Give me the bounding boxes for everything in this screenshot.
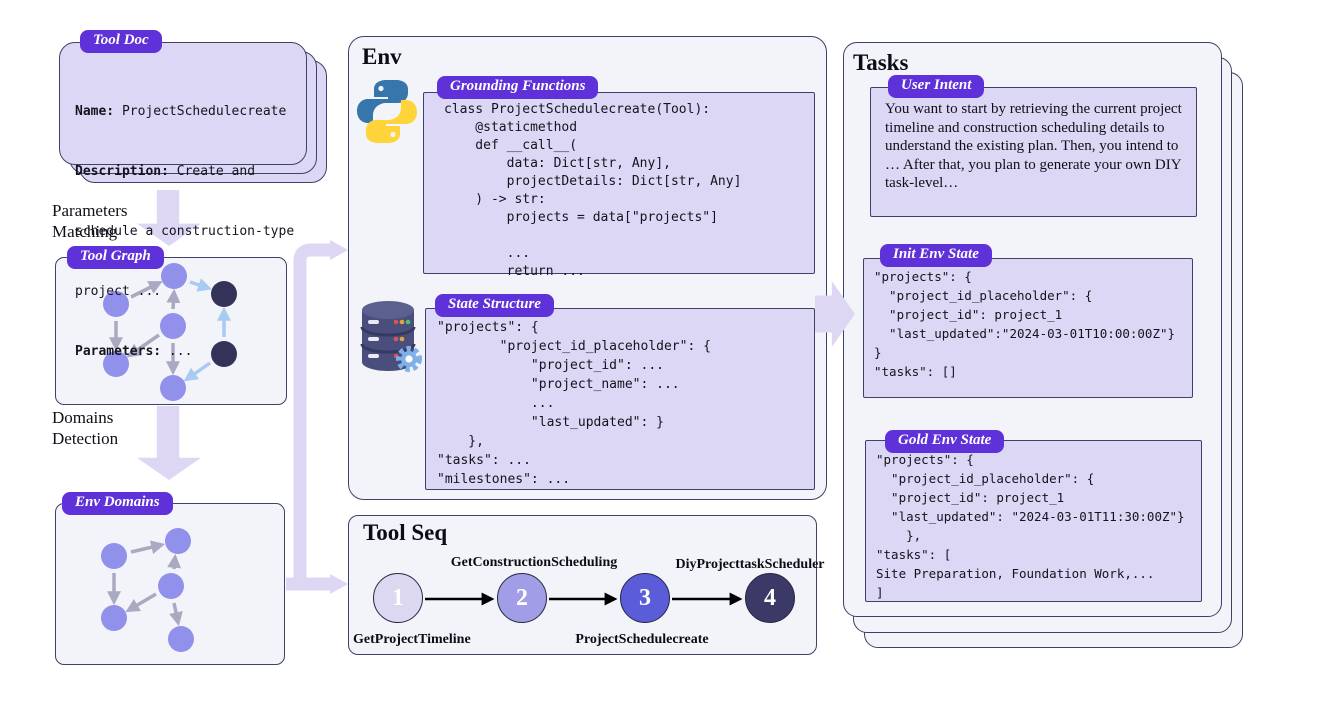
tool-doc-line: Description: Create and bbox=[75, 164, 256, 179]
user-intent-text: You want to start by retrieving the curr… bbox=[885, 101, 1182, 192]
tool-graph-gray-edges bbox=[109, 281, 181, 376]
tool-seq-arrows bbox=[425, 592, 743, 606]
connector-arrowhead-tool-seq bbox=[330, 574, 348, 594]
graph-node bbox=[168, 626, 194, 652]
step-number: 3 bbox=[639, 584, 651, 611]
init-env-state-block: "projects": { "project_id_placeholder": … bbox=[863, 258, 1193, 398]
database-icon bbox=[360, 301, 422, 372]
gold-env-state-block: "projects": { "project_id_placeholder": … bbox=[865, 440, 1202, 602]
tool-seq-step-2: 2 bbox=[497, 573, 547, 623]
tool-seq-label-4: DiyProjecttaskScheduler bbox=[675, 557, 825, 572]
graph-node bbox=[103, 291, 129, 317]
tool-doc-line: schedule a construction-type bbox=[75, 224, 295, 239]
tool-doc-line: project ... bbox=[75, 284, 162, 299]
tool-doc-card bbox=[59, 42, 307, 165]
graph-node bbox=[160, 313, 186, 339]
step-number: 4 bbox=[764, 584, 776, 611]
tool-seq-step-3: 3 bbox=[620, 573, 670, 623]
tool-graph-badge: Tool Graph bbox=[67, 246, 164, 269]
tool-seq-panel: Tool Seq 1 2 3 4 GetProjectTimeline GetC… bbox=[348, 515, 825, 655]
tool-doc-content: Name: ProjectSchedulecreate Description:… bbox=[75, 62, 294, 402]
user-intent-badge: User Intent bbox=[888, 75, 985, 98]
tool-doc-line: Parameters: ... bbox=[75, 344, 193, 359]
graph-node bbox=[101, 543, 127, 569]
gold-env-state-badge: Gold Env State bbox=[885, 430, 1005, 453]
tasks-title: Tasks bbox=[853, 50, 909, 75]
graph-node bbox=[103, 351, 129, 377]
env-title: Env bbox=[362, 44, 402, 69]
tool-seq-step-4: 4 bbox=[745, 573, 795, 623]
grounding-functions-code: class ProjectSchedulecreate(Tool): @stat… bbox=[444, 102, 742, 279]
grounding-functions-badge: Grounding Functions bbox=[437, 76, 599, 99]
tool-graph-panel bbox=[55, 257, 287, 405]
env-domains-edges bbox=[107, 540, 183, 627]
env-domains-graph bbox=[101, 528, 194, 652]
tool-doc-line: Name: ProjectSchedulecreate bbox=[75, 104, 287, 119]
init-env-state-code: "projects": { "project_id_placeholder": … bbox=[874, 269, 1176, 379]
tool-seq-title: Tool Seq bbox=[363, 520, 448, 545]
state-structure-block: "projects": { "project_id_placeholder": … bbox=[425, 308, 815, 490]
grounding-functions-block: class ProjectSchedulecreate(Tool): @stat… bbox=[423, 92, 815, 279]
tool-doc-badge: Tool Doc bbox=[80, 30, 162, 53]
state-structure-badge: State Structure bbox=[435, 294, 554, 317]
step-number: 2 bbox=[516, 584, 528, 611]
tool-seq-label-3: ProjectSchedulecreate bbox=[575, 632, 709, 647]
user-intent-block: You want to start by retrieving the curr… bbox=[870, 87, 1197, 217]
tool-seq-label-2: GetConstructionScheduling bbox=[450, 555, 618, 570]
connector-arrowhead-env bbox=[330, 240, 348, 260]
tool-graph-nodes bbox=[103, 263, 237, 401]
gold-env-state-code: "projects": { "project_id_placeholder": … bbox=[876, 452, 1185, 600]
init-env-state-badge: Init Env State bbox=[880, 244, 992, 267]
state-structure-code: "projects": { "project_id_placeholder": … bbox=[437, 320, 711, 487]
env-domains-nodes bbox=[101, 528, 194, 652]
python-icon bbox=[357, 80, 417, 143]
tool-graph bbox=[103, 263, 237, 401]
graph-node bbox=[161, 263, 187, 289]
graph-node-dark bbox=[211, 281, 237, 307]
graph-node bbox=[165, 528, 191, 554]
domains-detection-label: Domains Detection bbox=[52, 408, 119, 448]
database-dashes bbox=[368, 320, 379, 358]
gear-icon bbox=[396, 346, 422, 372]
step-number: 1 bbox=[392, 584, 404, 611]
tool-seq-label-1: GetProjectTimeline bbox=[353, 632, 471, 647]
connector-to-env bbox=[286, 243, 331, 591]
env-domains-panel bbox=[55, 503, 285, 665]
env-domains-badge: Env Domains bbox=[62, 492, 173, 515]
params-matching-label: Parameters Matching bbox=[52, 201, 128, 241]
tool-seq-step-1: 1 bbox=[373, 573, 423, 623]
graph-node bbox=[160, 375, 186, 401]
graph-node bbox=[101, 605, 127, 631]
graph-node-dark bbox=[211, 341, 237, 367]
tool-graph-blue-edges bbox=[183, 278, 231, 382]
graph-node bbox=[158, 573, 184, 599]
